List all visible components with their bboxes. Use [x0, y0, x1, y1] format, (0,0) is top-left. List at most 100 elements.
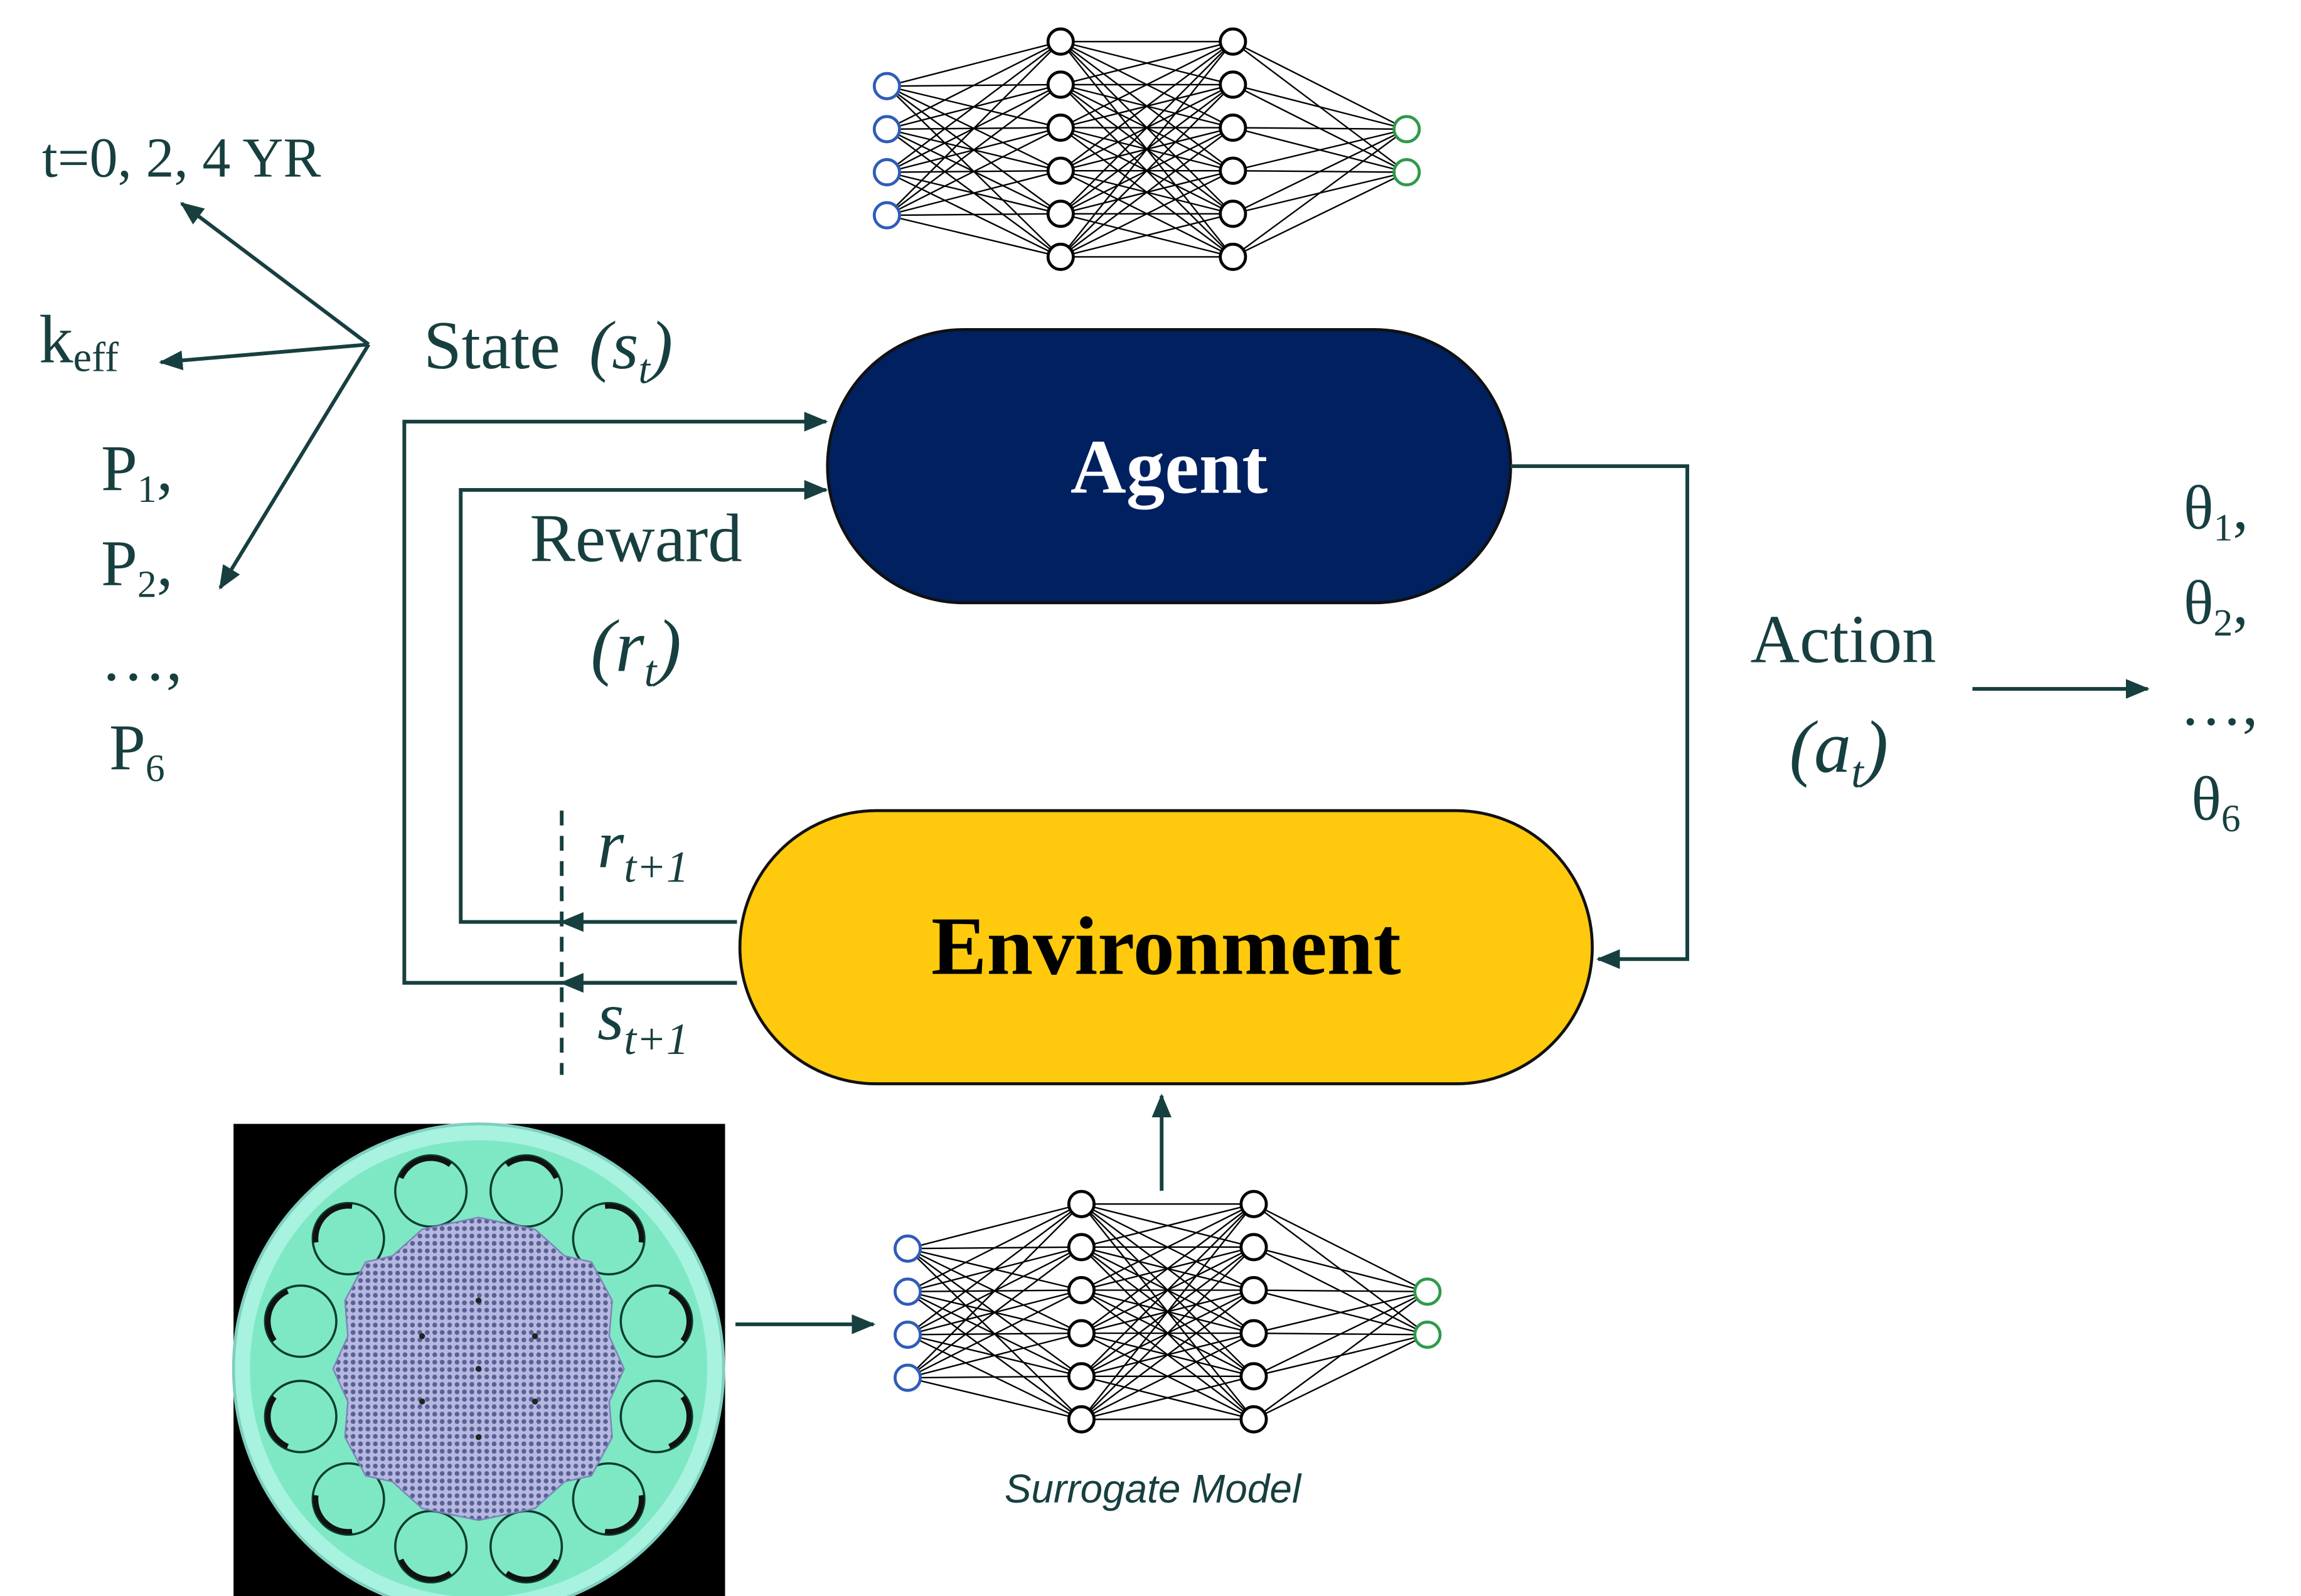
drum-absorber: [604, 1495, 644, 1535]
environment-box: Environment: [738, 809, 1594, 1085]
nn-bottom-edge: [1081, 1247, 1254, 1420]
nn-bottom-hidden-node: [1067, 1362, 1096, 1391]
state-label: State (st): [424, 307, 673, 393]
nn-top-hidden-node: [1219, 70, 1247, 99]
agent-label: Agent: [1070, 424, 1268, 510]
nn-top-edge: [887, 41, 1061, 87]
control-drum: [394, 1509, 468, 1583]
surrogate-caption: Surrogate Model: [1005, 1466, 1302, 1511]
state-to-powers-arrow: [218, 343, 371, 590]
next-reward-label: rt+1: [597, 806, 688, 892]
nn-bottom-hidden-node: [1239, 1405, 1268, 1434]
nn-top-edge: [1060, 213, 1234, 258]
nn-top-edge: [1060, 127, 1234, 258]
nn-top-edge: [886, 127, 1061, 216]
connectors: [159, 201, 2150, 1334]
action-arrow: [1510, 464, 1689, 969]
nn-bottom-edge: [907, 1246, 1082, 1379]
nn-top-hidden-node: [1046, 70, 1075, 99]
nn-top-edge: [886, 41, 1061, 130]
control-drum: [311, 1201, 385, 1275]
nn-top-input-node: [872, 72, 901, 100]
drum-absorber: [265, 1289, 289, 1343]
nn-top-output-node: [1392, 115, 1421, 144]
drum-absorber: [505, 1156, 559, 1179]
nn-top-edge: [887, 213, 1061, 216]
action-symbol: (at): [1790, 706, 1889, 797]
nn-bottom-edge: [907, 1203, 1082, 1292]
nn-bottom-hidden-node: [1067, 1276, 1096, 1304]
control-drum: [619, 1380, 693, 1454]
nn-top-edge: [1060, 170, 1234, 258]
nn-bottom-output-node: [1413, 1277, 1442, 1306]
next-state-label: st+1: [597, 979, 688, 1065]
drum-absorber: [668, 1289, 692, 1343]
control-drum: [489, 1509, 563, 1583]
nn-top-hidden-node: [1219, 242, 1247, 271]
nn-bottom-edge: [1081, 1203, 1254, 1291]
nn-top-edge: [887, 214, 1061, 258]
nn-bottom-edge: [907, 1203, 1082, 1250]
nn-bottom-edge: [907, 1203, 1082, 1378]
nn-top-edge: [1232, 128, 1407, 258]
control-drum: [572, 1201, 646, 1275]
nn-top-input-node: [872, 201, 901, 230]
control-drum: [311, 1462, 385, 1536]
nn-bottom-input-node: [894, 1363, 922, 1392]
nn-bottom-hidden-node: [1067, 1233, 1096, 1262]
nn-bottom-hidden-node: [1239, 1319, 1268, 1348]
nn-top-edge: [1232, 171, 1407, 258]
nn-top-input-node: [872, 115, 901, 144]
state-to-time-arrow: [179, 201, 370, 346]
drum-absorber: [312, 1495, 353, 1535]
nn-bottom-edge: [1081, 1333, 1254, 1420]
nn-top-edge: [1060, 84, 1234, 258]
nn-top-output-node: [1392, 158, 1421, 186]
nn-bottom-edge: [907, 1375, 1082, 1379]
nn-top-edge: [1060, 41, 1234, 86]
nn-bottom-output-node: [1413, 1321, 1442, 1349]
control-drum: [489, 1154, 563, 1228]
nn-top-hidden-node: [1219, 27, 1247, 56]
nn-top-hidden-node: [1219, 156, 1247, 185]
nn-bottom-hidden-node: [1239, 1362, 1268, 1391]
nn-bottom-hidden-node: [1067, 1405, 1096, 1434]
theta-item-ellipsis: …,: [2180, 669, 2258, 738]
reward-label: Reward: [530, 501, 742, 577]
nn-bottom-hidden-node: [1239, 1276, 1268, 1304]
nn-top-edge: [887, 170, 1061, 216]
nn-bottom-hidden-node: [1067, 1189, 1096, 1218]
nn-bottom-hidden-node: [1067, 1319, 1096, 1348]
nn-bottom-hidden-node: [1239, 1189, 1268, 1218]
nn-top-hidden-node: [1046, 200, 1075, 228]
nn-top-edge: [1060, 41, 1234, 172]
nn-top-edge: [1232, 127, 1407, 130]
nn-bottom-edge: [907, 1332, 1082, 1379]
control-drum: [264, 1284, 338, 1358]
time-label: t=0, 2, 4 YR: [42, 127, 321, 189]
control-drum: [619, 1284, 693, 1358]
nn-top-edge: [1232, 128, 1407, 215]
nn-top-input-node: [872, 158, 901, 186]
nn-top-edge: [886, 41, 1062, 216]
power-item-ellipsis: …,: [100, 622, 182, 694]
nn-top-edge: [1060, 41, 1234, 129]
drum-absorber: [265, 1395, 289, 1449]
nn-bottom-edge: [1081, 1203, 1254, 1334]
nn-bottom-edge: [907, 1289, 1082, 1379]
control-drums: [264, 1154, 693, 1583]
control-drum: [572, 1462, 646, 1536]
nn-top-edge: [1232, 128, 1407, 172]
action-label: Action: [1750, 601, 1936, 677]
nn-bottom-input-node: [894, 1234, 922, 1263]
nn-top-edge: [886, 83, 1062, 216]
nn-top-edge: [1232, 83, 1407, 130]
nn-bottom-edge: [1253, 1203, 1428, 1292]
drum-absorber: [505, 1558, 559, 1582]
control-drum: [394, 1154, 468, 1228]
neural-network-top: [872, 27, 1421, 271]
drum-absorber: [398, 1156, 452, 1179]
nn-bottom-edge: [1081, 1375, 1254, 1420]
nn-bottom-edge: [907, 1203, 1082, 1336]
